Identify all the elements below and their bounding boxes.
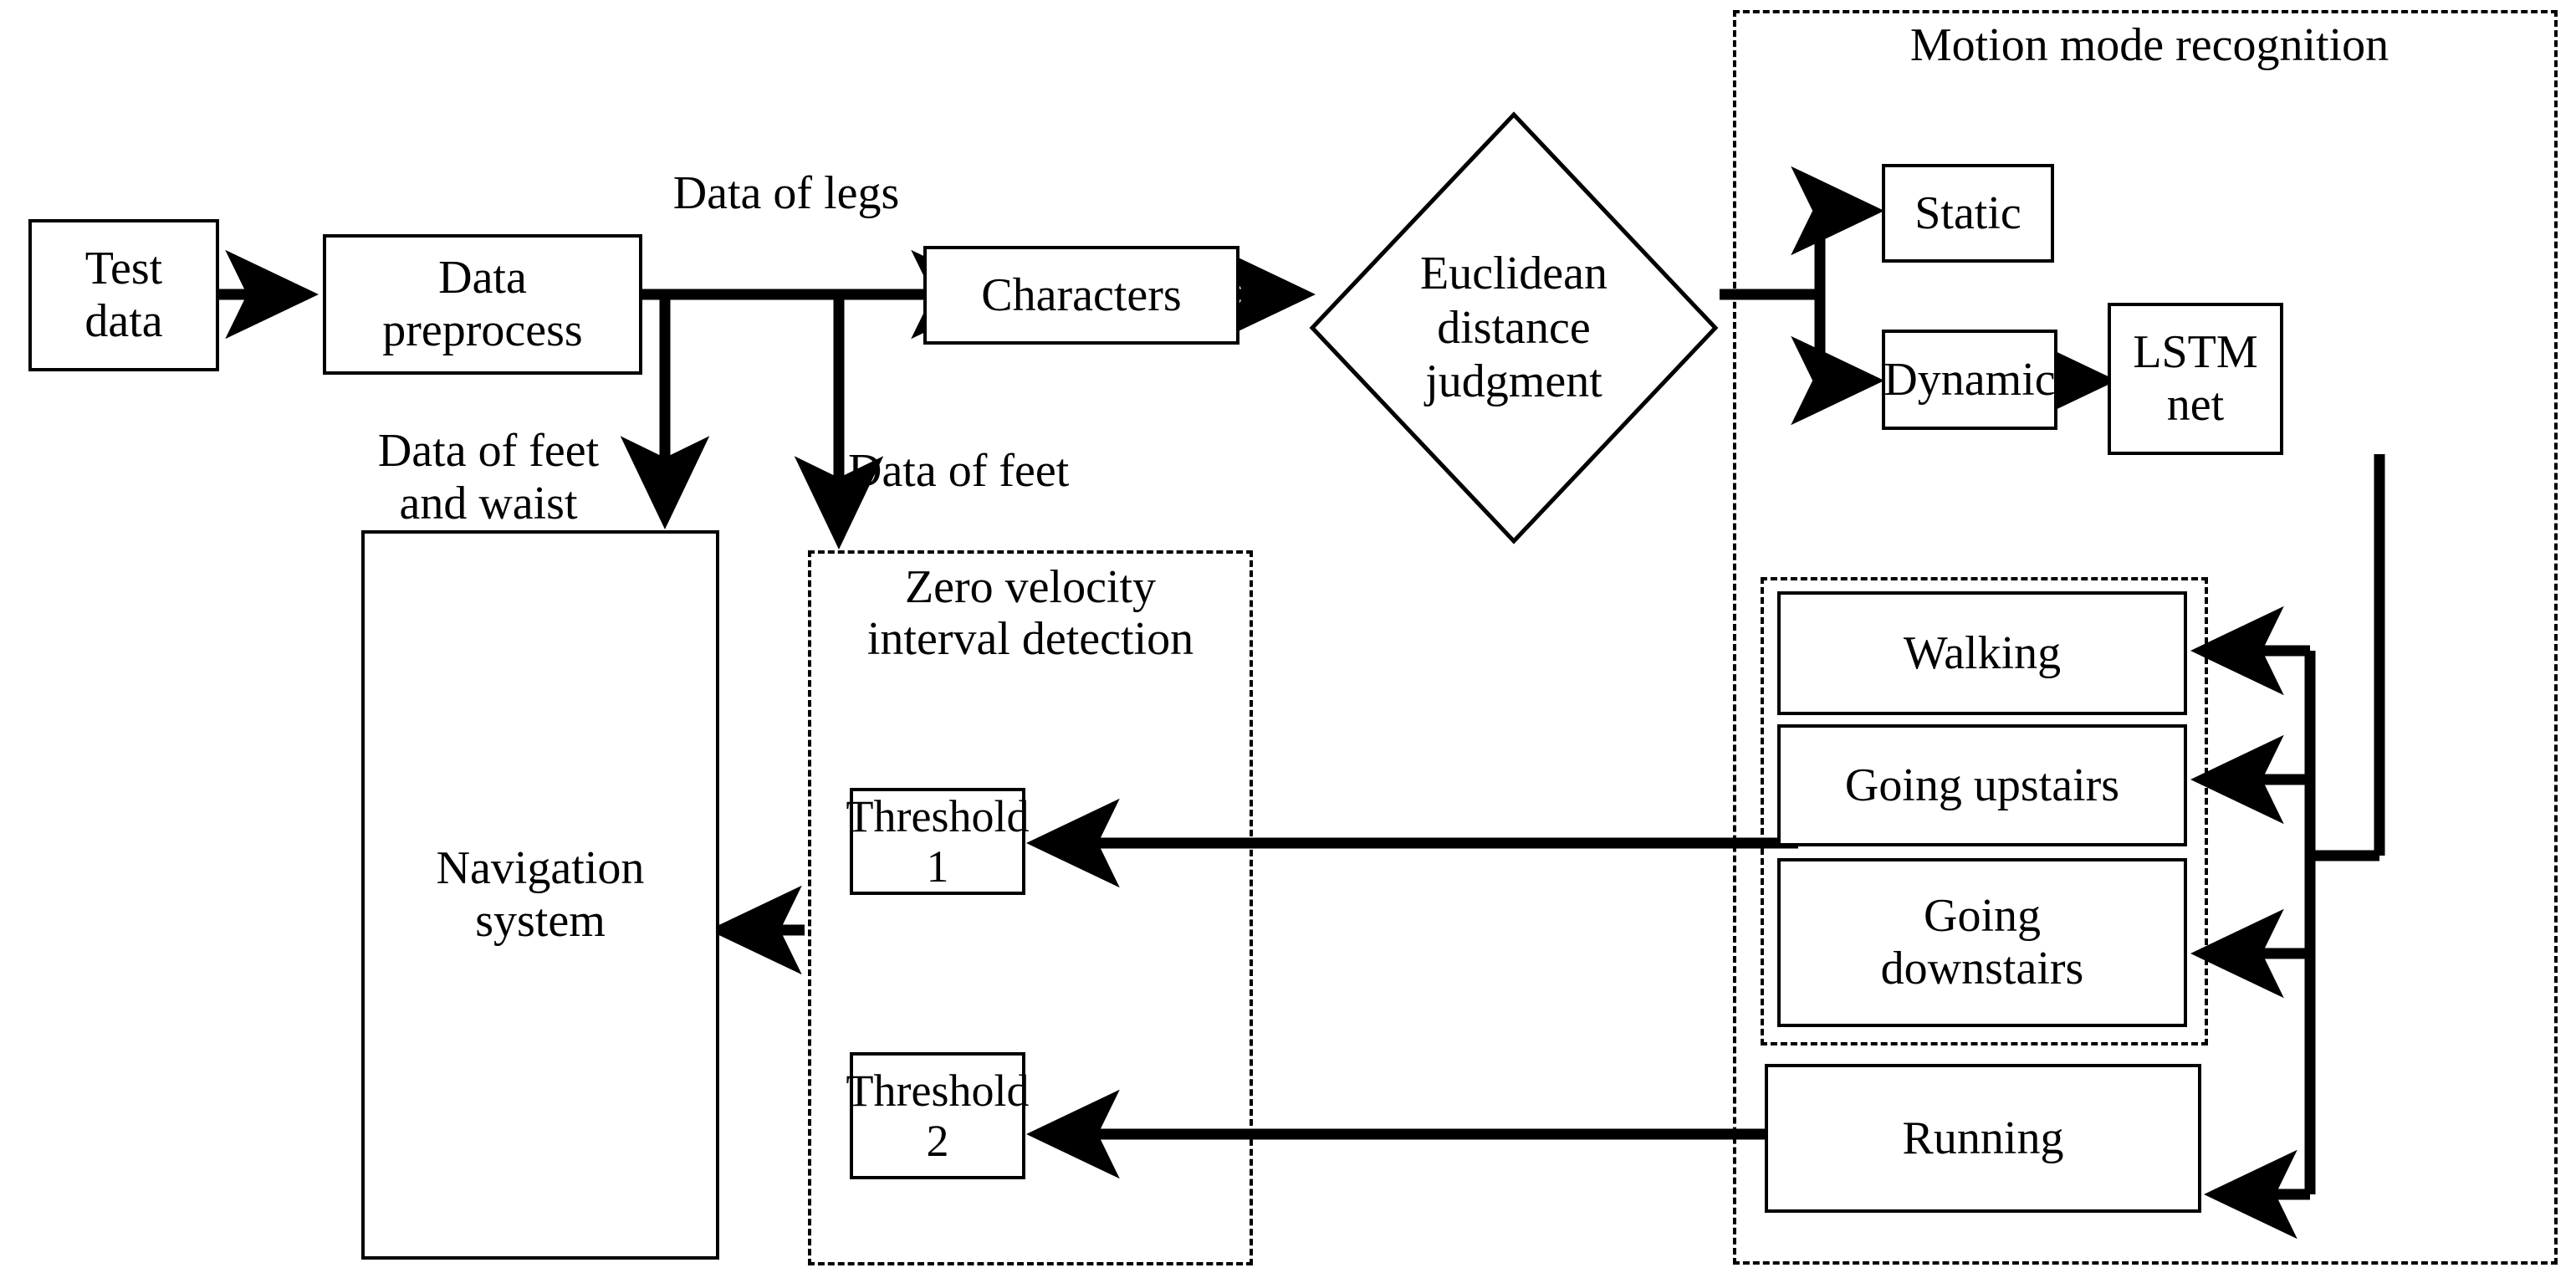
node-threshold-2[interactable]: Threshold 2 xyxy=(846,1052,1029,1179)
node-dynamic[interactable]: Dynamic xyxy=(1882,330,2057,430)
edge-label-data-of-legs: Data of legs xyxy=(672,167,900,219)
edge-label-data-of-feet: Data of feet xyxy=(848,445,1070,497)
node-data-preprocess[interactable]: Data preprocess xyxy=(323,234,642,375)
diamond-shape xyxy=(1309,111,1719,544)
zone-title-motion-mode-recognition: Motion mode recognition xyxy=(1909,19,2389,71)
node-static[interactable]: Static xyxy=(1882,164,2054,263)
zone-motion-mode-recognition xyxy=(1733,10,2558,1265)
zone-title-zero-velocity-interval-detection: Zero velocity interval detection xyxy=(866,561,1194,665)
node-characters[interactable]: Characters xyxy=(923,246,1239,345)
node-going-downstairs[interactable]: Going downstairs xyxy=(1777,858,2187,1027)
node-test-data[interactable]: Test data xyxy=(28,219,219,371)
node-threshold-1[interactable]: Threshold 1 xyxy=(846,788,1029,895)
node-walking[interactable]: Walking xyxy=(1777,591,2187,715)
node-lstm-net[interactable]: LSTM net xyxy=(2108,303,2283,455)
node-going-upstairs[interactable]: Going upstairs xyxy=(1777,724,2187,846)
edge-label-data-of-feet-and-waist: Data of feet and waist xyxy=(377,425,600,529)
node-navigation-system[interactable]: Navigation system xyxy=(361,530,719,1260)
node-euclidean-distance-judgment[interactable]: Euclidean distance judgment xyxy=(1309,111,1719,544)
node-euclidean-distance-judgment-label: Euclidean distance judgment xyxy=(1420,247,1607,408)
node-running[interactable]: Running xyxy=(1765,1064,2201,1213)
zone-zero-velocity-interval-detection xyxy=(808,550,1253,1265)
